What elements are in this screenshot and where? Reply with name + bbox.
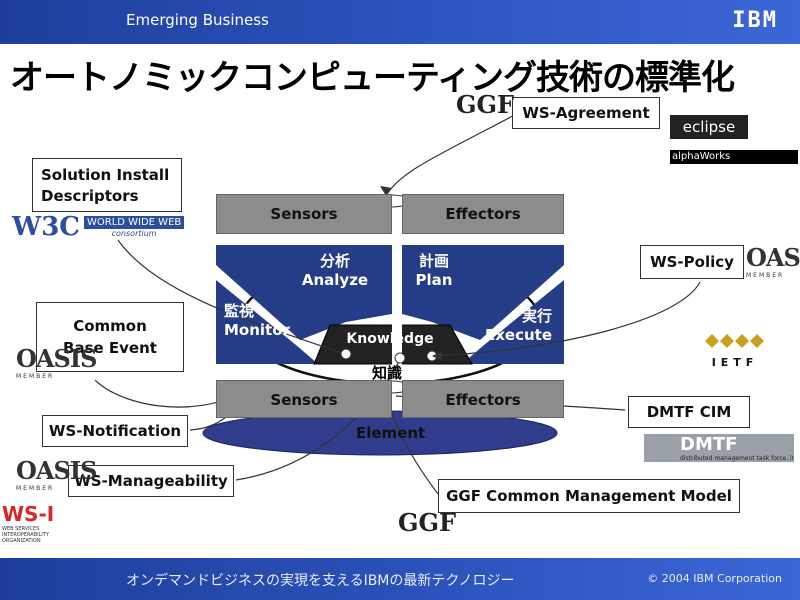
arm-plan [402, 245, 564, 340]
arm-analyze [216, 245, 392, 340]
analyze-label: 分析 Analyze [301, 252, 369, 289]
footer-bar: オンデマンドビジネスの実現を支えるIBMの最新テクノロジー © 2004 IBM… [0, 558, 800, 600]
oasis-logo-left: OASIS MEMBER [16, 344, 97, 380]
footer-tagline: オンデマンドビジネスの実現を支えるIBMの最新テクノロジー [126, 573, 515, 589]
common-base-event-callout: Common Base Event [36, 302, 184, 372]
knowledge-label: Knowledge [346, 331, 434, 347]
alphaworks-logo: alphaWorks [670, 150, 798, 164]
solution-install-callout: Solution Install Descriptors [32, 158, 182, 212]
ggf-cmm-callout: GGF Common Management Model [438, 479, 740, 513]
header-brand: Emerging Business [126, 11, 269, 29]
bottom-effectors-bar: Effectors [402, 380, 564, 418]
dmtf-cim-callout: DMTF CIM [628, 396, 750, 428]
top-effectors-bar: Effectors [402, 194, 564, 234]
oasis-logo-right: OASIS MEMBER [746, 243, 800, 279]
knowledge-node-left [340, 348, 352, 360]
top-sensors-bar: Sensors [216, 194, 392, 234]
ws-notification-callout: WS-Notification [42, 415, 188, 447]
eclipse-logo: eclipse [670, 115, 748, 139]
center-spine [392, 233, 402, 383]
arm-monitor [216, 280, 318, 364]
execute-label: 実行 Execute [484, 307, 552, 344]
ietf-logo: IETF [700, 330, 770, 369]
ggf-logo-bottom: GGF [398, 508, 457, 537]
knowledge-node-center [394, 352, 406, 364]
oasis-logo-left-lower: OASIS MEMBER [16, 456, 97, 492]
w3c-logo: W3C WORLD WIDE WEB consortium [12, 212, 185, 242]
ws-agreement-callout: WS-Agreement [512, 97, 660, 129]
monitor-label: 監視 Monitor [224, 302, 290, 339]
footer-copyright: © 2004 IBM Corporation [647, 572, 782, 585]
arm-execute [462, 280, 564, 364]
header-bar: Emerging Business IBM [0, 0, 800, 44]
ibm-logo: IBM [732, 8, 778, 33]
ggf-logo-top: GGF [456, 90, 515, 119]
knowledge-jp-label: 知識 [372, 364, 403, 382]
slide-title: オートノミックコンピューティング技術の標準化 [10, 58, 735, 98]
element-label: Element [356, 424, 426, 442]
ietf-diamonds-icon [705, 334, 764, 348]
ws-manageability-callout: WS-Manageability [68, 465, 234, 497]
dmtf-logo: DMTF distributed management task force, … [644, 434, 794, 462]
plan-label: 計画 Plan [415, 252, 453, 289]
ws-policy-callout: WS-Policy [640, 245, 744, 279]
wsi-logo: WS-I WEB SERVICES INTEROPERABILITY ORGAN… [2, 502, 55, 544]
bottom-sensors-bar: Sensors [216, 380, 392, 418]
